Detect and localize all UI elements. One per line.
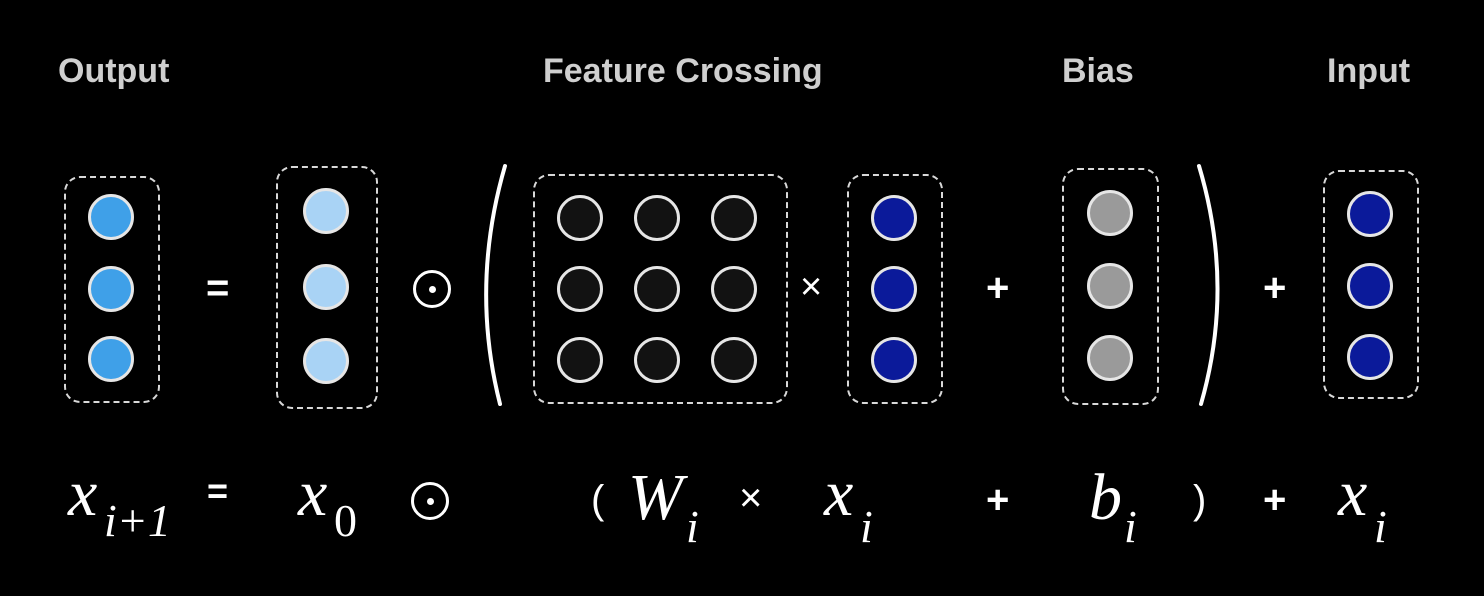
weight-matrix-box [533, 174, 788, 404]
feature-crossing-header: Feature Crossing [543, 52, 823, 90]
formula-plus: + [986, 478, 1010, 522]
weight-node [634, 266, 680, 312]
times-sign: × [800, 266, 823, 308]
bias-vector-box [1062, 168, 1159, 405]
equals-sign: = [206, 266, 230, 310]
formula-subscript-0: 0 [334, 495, 357, 546]
x0-node [303, 188, 349, 234]
xi-node [871, 195, 917, 241]
bias-header: Bias [1062, 52, 1134, 90]
formula-x: x [1338, 457, 1368, 530]
formula-subscript-i: i [1124, 501, 1137, 552]
formula-x: x [824, 457, 854, 530]
input-node [1347, 191, 1393, 237]
input-node [1347, 334, 1393, 380]
xi-node [871, 266, 917, 312]
output-node [88, 266, 134, 312]
xi-node [871, 337, 917, 383]
weight-node [634, 195, 680, 241]
formula-plus: + [1263, 478, 1287, 522]
output-node [88, 336, 134, 382]
plus-sign: + [986, 266, 1010, 310]
weight-node [711, 337, 757, 383]
weight-node [557, 266, 603, 312]
input-vector-box [1323, 170, 1419, 399]
weight-node [634, 337, 680, 383]
bias-node [1087, 335, 1133, 381]
formula-subscript-i: i [686, 501, 699, 552]
output-vector-box [64, 176, 160, 403]
weight-node [711, 266, 757, 312]
output-header: Output [58, 52, 170, 90]
formula-times: × [739, 476, 763, 520]
xi-vector-box [847, 174, 943, 404]
weight-node [557, 195, 603, 241]
x0-vector-box [276, 166, 378, 409]
bias-node [1087, 190, 1133, 236]
hadamard-product-icon [413, 270, 451, 308]
weight-node [711, 195, 757, 241]
formula-open-paren: ( [591, 478, 605, 522]
input-node [1347, 263, 1393, 309]
bias-node [1087, 263, 1133, 309]
formula-x: x [298, 457, 328, 530]
plus-sign: + [1263, 266, 1287, 310]
formula-hadamard-icon [411, 482, 449, 520]
input-header: Input [1327, 52, 1411, 90]
formula-subscript-i: i [1374, 501, 1387, 552]
formula-close-paren: ) [1193, 478, 1207, 522]
output-node [88, 194, 134, 240]
formula-W: W [628, 461, 683, 534]
formula-subscript-i-plus-1: i+1 [104, 495, 171, 546]
x0-node [303, 338, 349, 384]
x0-node [303, 264, 349, 310]
weight-node [557, 337, 603, 383]
formula-x: x [68, 457, 98, 530]
formula-b: b [1089, 461, 1122, 534]
formula-subscript-i: i [860, 501, 873, 552]
formula-equals: = [207, 470, 229, 511]
